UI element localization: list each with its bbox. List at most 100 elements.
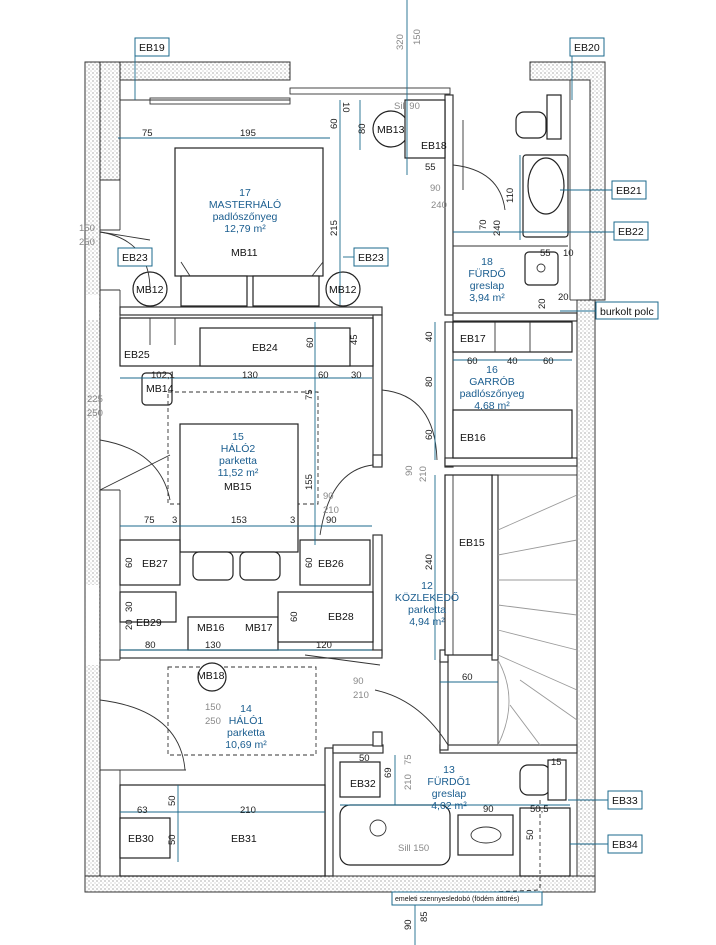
tag-burkolt-polc: burkolt polc — [600, 306, 654, 318]
label-mb16: MB16 — [197, 622, 225, 634]
room-17-floor: padlószőnyeg — [213, 211, 278, 223]
label-eb30: EB30 — [128, 833, 154, 845]
dim-80-a: 80 — [357, 123, 368, 134]
dim-120: 120 — [316, 640, 332, 651]
furdo-fixtures — [452, 94, 569, 286]
room-13-number: 13 — [443, 764, 455, 776]
label-eb16: EB16 — [460, 432, 486, 444]
dim-55-b: 55 — [540, 248, 551, 259]
dim-50-d: 50 — [525, 829, 536, 840]
dim-240-b: 240 — [492, 220, 503, 236]
dim-240-a: 240 — [431, 200, 447, 211]
dim-320: 320 — [395, 34, 406, 50]
room-12-floor: parketta — [408, 604, 446, 616]
tag-eb33-box — [607, 790, 643, 810]
furdo1-fixtures — [339, 759, 571, 896]
label-eb29: EB29 — [136, 617, 162, 629]
label-eb28: EB28 — [328, 611, 354, 623]
tag-eb20: EB20 — [574, 42, 600, 54]
dim-153: 153 — [231, 515, 247, 526]
dim-75-d: 75 — [403, 754, 414, 765]
masterhalo-furniture — [99, 87, 451, 307]
tag-eb23a-box — [117, 247, 153, 267]
note-sill-90: Sill 90 — [394, 101, 420, 112]
dim-80-b: 80 — [424, 376, 435, 387]
tag-szennyes-box — [391, 891, 543, 906]
room-14-floor: parketta — [227, 727, 265, 739]
dim-3-a: 3 — [172, 515, 177, 526]
label-eb32: EB32 — [350, 778, 376, 790]
room-18-floor: greslap — [470, 280, 505, 292]
dim-80-c: 80 — [145, 640, 156, 651]
dim-225: 225 — [87, 394, 103, 405]
dim-110: 110 — [505, 188, 516, 203]
dim-60-a: 60 — [329, 118, 340, 129]
dim-85: 85 — [419, 911, 430, 922]
room-15-floor: parketta — [219, 455, 257, 467]
tag-eb33: EB33 — [612, 795, 638, 807]
note-sill-150: Sill 150 — [398, 843, 429, 854]
label-eb26: EB26 — [318, 558, 344, 570]
dim-50-c: 50 — [167, 834, 178, 845]
dim-210-e: 210 — [240, 805, 256, 816]
label-eb24: EB24 — [252, 342, 278, 354]
tag-callouts: EB19 EB20 EB21 EB22 EB23 EB23 burkolt po… — [117, 37, 659, 906]
room-12-area: 4,94 m² — [409, 616, 445, 628]
dim-215: 215 — [329, 220, 340, 236]
dim-150-top: 150 — [412, 29, 423, 45]
dim-210-a: 210 — [418, 466, 429, 482]
dim-45: 45 — [349, 334, 360, 345]
dim-20-c: 20 — [124, 619, 135, 630]
dim-90-c: 90 — [323, 491, 334, 502]
tag-eb34: EB34 — [612, 839, 638, 851]
label-eb31: EB31 — [231, 833, 257, 845]
label-mb17: MB17 — [245, 622, 273, 634]
dim-60-e: 60 — [305, 337, 316, 348]
dim-60-c: 60 — [543, 356, 554, 367]
dim-63: 63 — [137, 805, 148, 816]
label-eb25: EB25 — [124, 349, 150, 361]
tag-eb22-box — [613, 221, 649, 241]
dim-210-c: 210 — [353, 690, 369, 701]
dim-50-a: 50 — [359, 753, 370, 764]
dim-130-b: 130 — [205, 640, 221, 651]
dim-40-b: 40 — [507, 356, 518, 367]
dim-60-h: 60 — [304, 557, 315, 568]
room-12-name: KÖZLEKEDŐ — [395, 590, 459, 604]
room-13-name: FÜRDŐ1 — [427, 774, 470, 788]
dim-150-b: 150 — [205, 702, 221, 713]
room-18-area: 3,94 m² — [469, 292, 505, 304]
dim-90-e: 90 — [353, 676, 364, 687]
room-13-area: 4,02 m² — [431, 800, 467, 812]
kozlekedo-furniture — [444, 474, 493, 656]
dim-102-1: 102,1 — [151, 370, 175, 381]
dim-60-d: 60 — [424, 429, 435, 440]
halo1-furniture — [99, 654, 449, 877]
room-12-number: 12 — [421, 580, 433, 592]
tag-eb21: EB21 — [616, 185, 642, 197]
dimension-texts: 320 150 75 195 10 60 80 55 90 240 110 70… — [79, 29, 574, 930]
room-16-number: 16 — [486, 364, 498, 376]
dim-50-5: 50,5 — [530, 804, 549, 815]
interior-walls — [119, 94, 578, 877]
room-17-number: 17 — [239, 187, 251, 199]
room-16-area: 4,68 m² — [474, 400, 510, 412]
dim-130-a: 130 — [242, 370, 258, 381]
dim-195: 195 — [240, 128, 256, 139]
dim-30-a: 30 — [351, 370, 362, 381]
label-mb12-right: MB12 — [329, 284, 357, 296]
room-14-area: 10,69 m² — [225, 739, 267, 751]
label-mb11: MB11 — [231, 247, 258, 259]
dim-55-a: 55 — [425, 162, 436, 173]
tag-eb23-left: EB23 — [122, 252, 148, 264]
room-17-name: MASTERHÁLÓ — [209, 198, 281, 211]
dim-20-b: 20 — [558, 292, 569, 303]
dim-210-b: 210 — [323, 505, 339, 516]
tag-eb21-box — [611, 180, 647, 200]
dim-50-b: 50 — [167, 795, 178, 806]
label-mb14: MB14 — [146, 383, 174, 395]
room-18-number: 18 — [481, 256, 493, 268]
dim-60-j: 60 — [462, 672, 473, 683]
dim-20-a: 20 — [537, 298, 548, 309]
